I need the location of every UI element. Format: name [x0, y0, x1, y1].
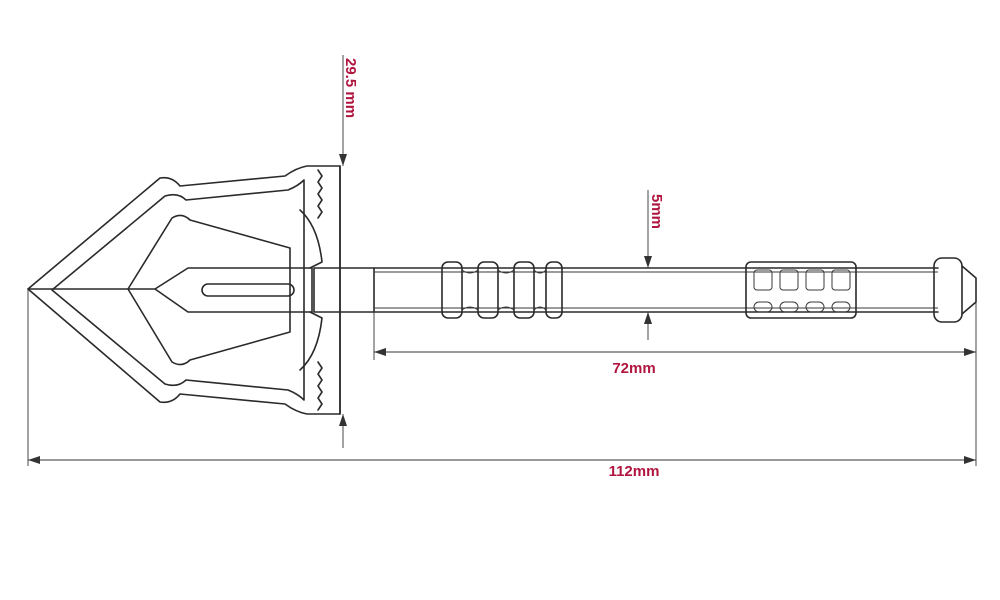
overall-length-label: 112mm: [609, 463, 660, 480]
dimension-overall-length: [27, 289, 977, 466]
shovel-blade: [27, 165, 341, 415]
handle-length-label: 72mm: [612, 360, 655, 377]
dimension-blade-height: [339, 55, 347, 448]
dimension-shaft-diameter: [644, 190, 652, 340]
blade-height-label: 29.5 mm: [342, 58, 359, 118]
shaft-grip-rings: [441, 261, 563, 319]
shaft-diameter-label: 5mm: [648, 194, 665, 229]
dimension-handle-length: [373, 302, 977, 360]
handle-end-cap: [933, 257, 977, 323]
handle-tool-block: [745, 261, 857, 319]
